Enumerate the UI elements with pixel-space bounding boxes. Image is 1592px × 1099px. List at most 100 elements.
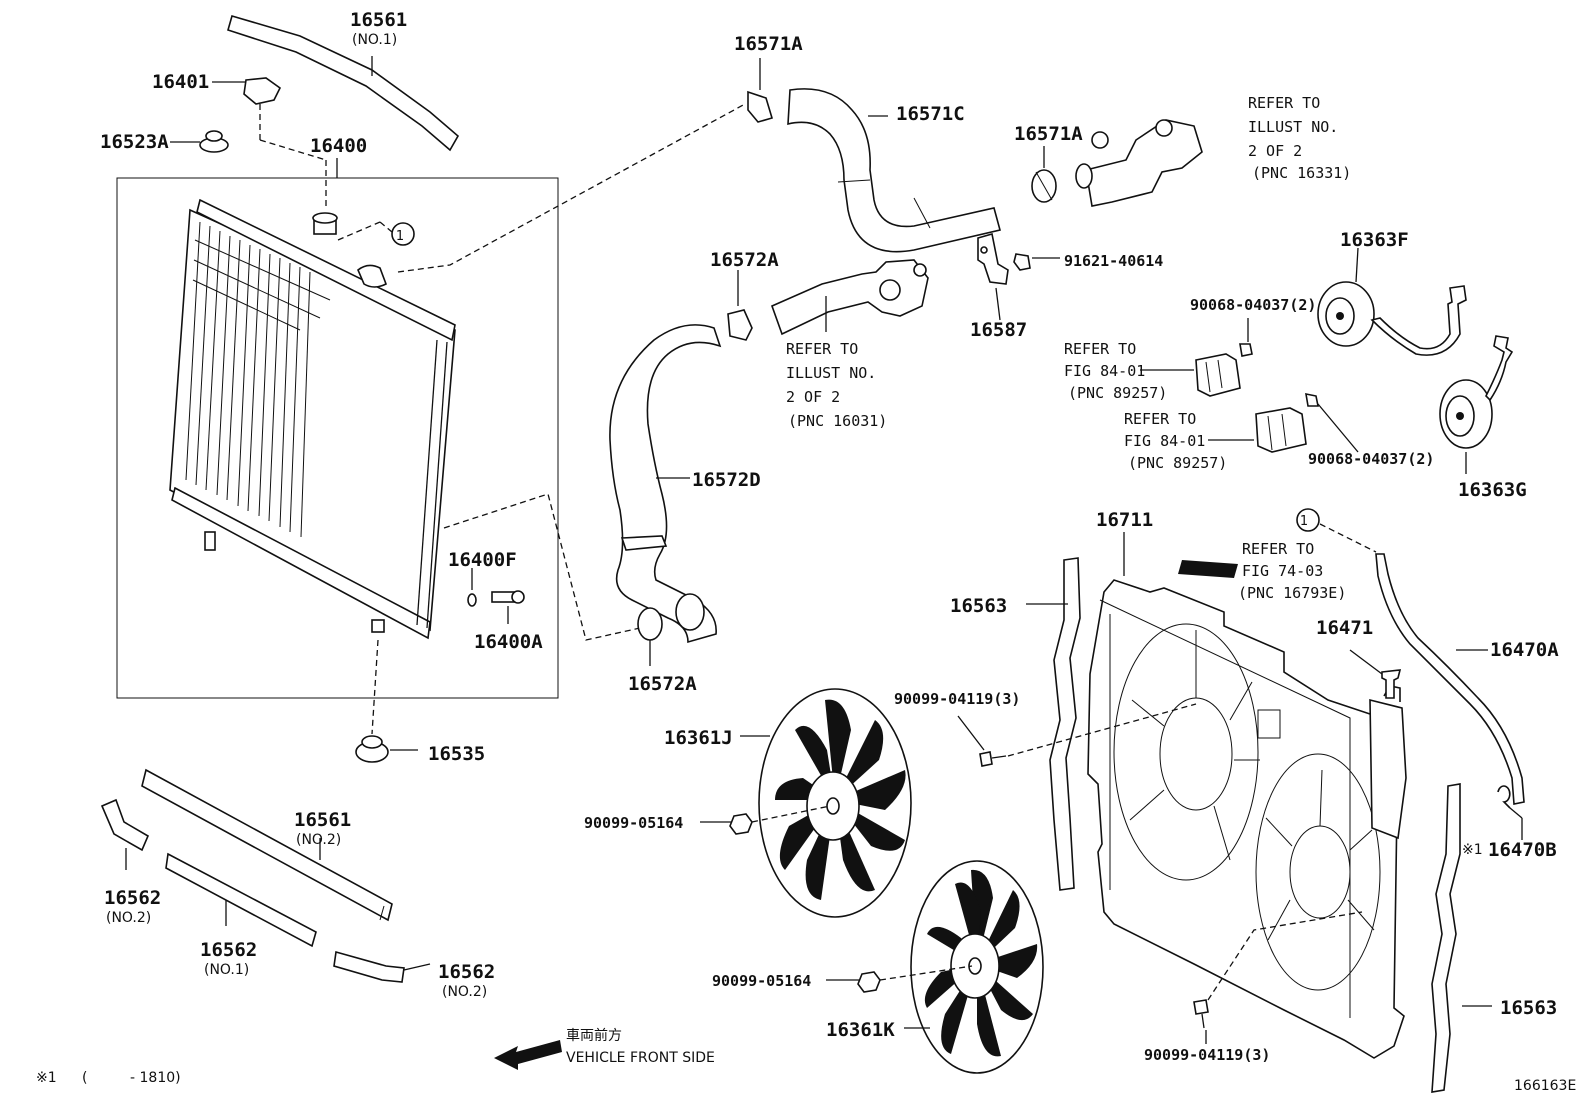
fan-resistor-ref-89257-b <box>1255 407 1307 453</box>
seal-16562-no2-left[interactable] <box>100 798 150 852</box>
label-16523A: 16523A <box>100 131 169 153</box>
label-16563-right: 16563 <box>1500 997 1557 1019</box>
label-90068-04037-b: 90068-04037(2) <box>1308 450 1434 468</box>
ref-16793E-line3: (PNC 16793E) <box>1238 584 1346 602</box>
label-91621-40614: 91621-40614 <box>1064 252 1163 270</box>
ref-16031-line4: (PNC 16031) <box>788 412 887 430</box>
label-16535: 16535 <box>428 743 485 765</box>
seal-16563-left[interactable] <box>1049 557 1081 891</box>
callout-circle-1-right <box>1296 508 1320 532</box>
reservoir-cap-16471[interactable] <box>1381 669 1402 699</box>
ref-16793E-line2: FIG 74-03 <box>1242 562 1323 580</box>
bolt-90099-04119-a[interactable] <box>979 751 1007 767</box>
label-16571C: 16571C <box>896 103 965 125</box>
radiator-16400[interactable] <box>169 198 456 640</box>
clamp-16571A-right[interactable] <box>1031 169 1057 203</box>
bolt-90099-04119-b[interactable] <box>1193 999 1209 1029</box>
ref-16331-line4: (PNC 16331) <box>1252 164 1351 182</box>
label-16562-no2-right: 16562 <box>438 961 495 983</box>
label-16361K: 16361K <box>826 1019 895 1041</box>
nut-90099-05164-a[interactable] <box>729 813 753 835</box>
clamp-16571A-top[interactable] <box>747 90 773 123</box>
label-16562-no2-left: 16562 <box>104 887 161 909</box>
clip-16470B[interactable] <box>1497 785 1511 809</box>
label-16400F: 16400F <box>448 549 517 571</box>
label-16361J: 16361J <box>664 727 733 749</box>
label-16562-no1-sub: (NO.1) <box>204 962 249 978</box>
fan-resistor-ref-89257-a <box>1195 353 1241 397</box>
bracket-16587[interactable] <box>977 232 1009 285</box>
bolt-90068-04037-b[interactable] <box>1305 392 1319 407</box>
fan-16361J[interactable] <box>758 688 912 918</box>
ref-16031-line1: REFER TO <box>786 340 858 358</box>
label-16587: 16587 <box>970 319 1027 341</box>
label-16400: 16400 <box>310 135 367 157</box>
vehicle-front-en: VEHICLE FRONT SIDE <box>566 1050 715 1066</box>
label-16561-no2: 16561 <box>294 809 351 831</box>
fan-16361K[interactable] <box>910 860 1044 1074</box>
grommet-16535[interactable] <box>355 735 389 763</box>
seal-16561-no2[interactable] <box>141 768 393 922</box>
ref-16331-line1: REFER TO <box>1248 94 1320 112</box>
label-16561-no2-sub: (NO.2) <box>296 832 341 848</box>
ref-16331-line2: ILLUST NO. <box>1248 118 1338 136</box>
ref-16031-line3: 2 OF 2 <box>786 388 840 406</box>
fan-motor-16363F[interactable] <box>1317 281 1467 356</box>
vehicle-front-jp: 車両前方 <box>566 1027 622 1044</box>
bolt-90068-04037-a[interactable] <box>1239 343 1253 357</box>
label-90099-04119-a: 90099-04119(3) <box>894 690 1020 708</box>
seal-16561-no1[interactable] <box>227 15 460 152</box>
label-16470B-mark: ※1 <box>1462 842 1483 858</box>
figure-code: 166163E <box>1514 1078 1576 1094</box>
label-16401: 16401 <box>152 71 209 93</box>
callout-number-right: 1 <box>1300 514 1308 529</box>
label-16363G: 16363G <box>1458 479 1527 501</box>
footnote-mark: ※1 <box>36 1070 57 1086</box>
clamp-16572A-bottom[interactable] <box>637 607 663 641</box>
label-16470A: 16470A <box>1490 639 1559 661</box>
overflow-hose-16470A[interactable] <box>1375 553 1525 805</box>
ref-16031-line2: ILLUST NO. <box>786 364 876 382</box>
drain-cock-16400A[interactable] <box>491 590 525 604</box>
hose-16571C[interactable] <box>787 88 1001 253</box>
callout-number-left: 1 <box>396 229 404 244</box>
label-16562-no1: 16562 <box>200 939 257 961</box>
label-16471: 16471 <box>1316 617 1373 639</box>
seal-16562-no1[interactable] <box>165 852 317 948</box>
o-ring-16400F[interactable] <box>467 593 477 607</box>
seal-16562-no2-right[interactable] <box>333 950 405 983</box>
label-16561-no1-sub: (NO.1) <box>352 32 397 48</box>
radiator-cap-16401[interactable] <box>243 77 282 105</box>
label-16571A-top: 16571A <box>734 33 803 55</box>
fan-motor-16363G[interactable] <box>1439 335 1514 449</box>
callout-circle-1-left <box>391 222 415 246</box>
ref-89257b-line2: FIG 84-01 <box>1124 432 1205 450</box>
label-16363F: 16363F <box>1340 229 1409 251</box>
label-16572D: 16572D <box>692 469 761 491</box>
bolt-91621-40614[interactable] <box>1013 253 1031 271</box>
fan-shroud-16711[interactable] <box>1087 579 1407 1059</box>
water-inlet-ref-16031 <box>770 259 929 336</box>
radiator-fins <box>185 221 331 538</box>
seal-16563-right[interactable] <box>1431 783 1461 1093</box>
label-16561-no1: 16561 <box>350 9 407 31</box>
ref-16793E-line1: REFER TO <box>1242 540 1314 558</box>
label-16562-no2-right-sub: (NO.2) <box>442 984 487 1000</box>
label-90068-04037-a: 90068-04037(2) <box>1190 296 1316 314</box>
label-16572A-bottom: 16572A <box>628 673 697 695</box>
caution-label-ref-16793E <box>1178 560 1238 578</box>
label-16563-left: 16563 <box>950 595 1007 617</box>
label-16470B: 16470B <box>1488 839 1557 861</box>
ref-89257a-line2: FIG 84-01 <box>1064 362 1145 380</box>
hose-16572D[interactable] <box>609 324 722 644</box>
label-16400A: 16400A <box>474 631 543 653</box>
ref-16331-line3: 2 OF 2 <box>1248 142 1302 160</box>
label-90099-05164-a: 90099-05164 <box>584 814 683 832</box>
clamp-16572A-top[interactable] <box>727 309 753 341</box>
footnote-open: ( <box>82 1070 87 1086</box>
nut-90099-05164-b[interactable] <box>857 971 881 993</box>
footnote-value: - 1810) <box>130 1070 181 1086</box>
ref-89257a-line3: (PNC 89257) <box>1068 384 1167 402</box>
grommet-16523A[interactable] <box>199 130 229 153</box>
